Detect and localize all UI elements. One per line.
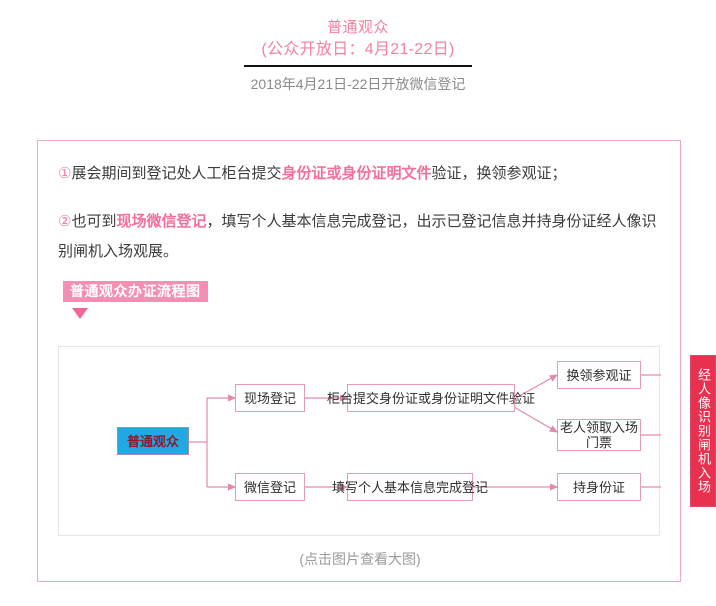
page-subtitle: (公众开放日：4月21-22日) [261, 41, 455, 58]
content-card-body: ①展会期间到登记处人工柜台提交身份证或身份证明文件验证，换领参观证； ②也可到现… [38, 141, 680, 319]
item-1-text-after: 验证，换领参观证； [431, 165, 567, 182]
item-2-text-before: 也可到 [71, 213, 117, 230]
item-1-marker: ① [58, 165, 72, 182]
flow-node-elder-ticket-line2: 门票 [585, 435, 612, 450]
item-1-text-before: 展会期间到登记处人工柜台提交 [71, 165, 282, 182]
flow-node-fill-form[interactable]: 填写个人基本信息完成登记 [332, 473, 488, 501]
flow-node-onsite-registration[interactable]: 现场登记 [235, 384, 305, 412]
flow-node-counter-verify[interactable]: 柜台提交身份证或身份证明文件验证 [327, 384, 535, 412]
flow-node-face-recognition-gate[interactable]: 经人像识别闸机入场 [690, 355, 716, 507]
flow-node-start[interactable]: 普通观众 [117, 427, 189, 455]
image-caption: (点击图片查看大图) [299, 551, 421, 567]
triangle-down-icon [72, 308, 88, 319]
item-2-highlight: 现场微信登记 [116, 213, 207, 230]
header-note: 2018年4月21日-22日开放微信登记 [250, 76, 466, 92]
item-1-highlight: 身份证或身份证明文件 [281, 165, 432, 182]
item-2-marker: ② [58, 213, 72, 230]
flowchart: 普通观众 现场登记 微信登记 柜台提交身份证或身份证明文件验证 填写个人基本信息… [59, 347, 716, 537]
section-heading: 普通观众办证流程图 [63, 281, 208, 302]
page-title: 普通观众 [326, 19, 389, 36]
flowchart-container[interactable]: 普通观众 现场登记 微信登记 柜台提交身份证或身份证明文件验证 填写个人基本信息… [58, 346, 716, 537]
flow-node-hold-id[interactable]: 持身份证 [557, 473, 641, 501]
flow-node-exchange-pass[interactable]: 换领参观证 [557, 361, 641, 389]
page-header: 普通观众 (公众开放日：4月21-22日) 2018年4月21日-22日开放微信… [0, 0, 716, 95]
header-divider [244, 65, 472, 67]
content-card: ①展会期间到登记处人工柜台提交身份证或身份证明文件验证，换领参观证； ②也可到现… [37, 140, 716, 582]
instruction-item-2: ②也可到现场微信登记，填写个人基本信息完成登记，出示已登记信息并持身份证经人像识… [58, 207, 660, 267]
flow-node-elder-ticket-line1: 老人领取入场 [560, 420, 639, 435]
instruction-item-1: ①展会期间到登记处人工柜台提交身份证或身份证明文件验证，换领参观证； [58, 159, 660, 189]
flow-node-elder-ticket[interactable]: 老人领取入场 门票 [557, 419, 641, 451]
item-2-text-after: ，填写个人基本信息完成登记，出示已登记信息并持身份证经人像识别闸机入场观展。 [58, 213, 657, 260]
flowchart-connectors [189, 374, 661, 491]
flow-node-wechat-registration[interactable]: 微信登记 [235, 473, 305, 501]
